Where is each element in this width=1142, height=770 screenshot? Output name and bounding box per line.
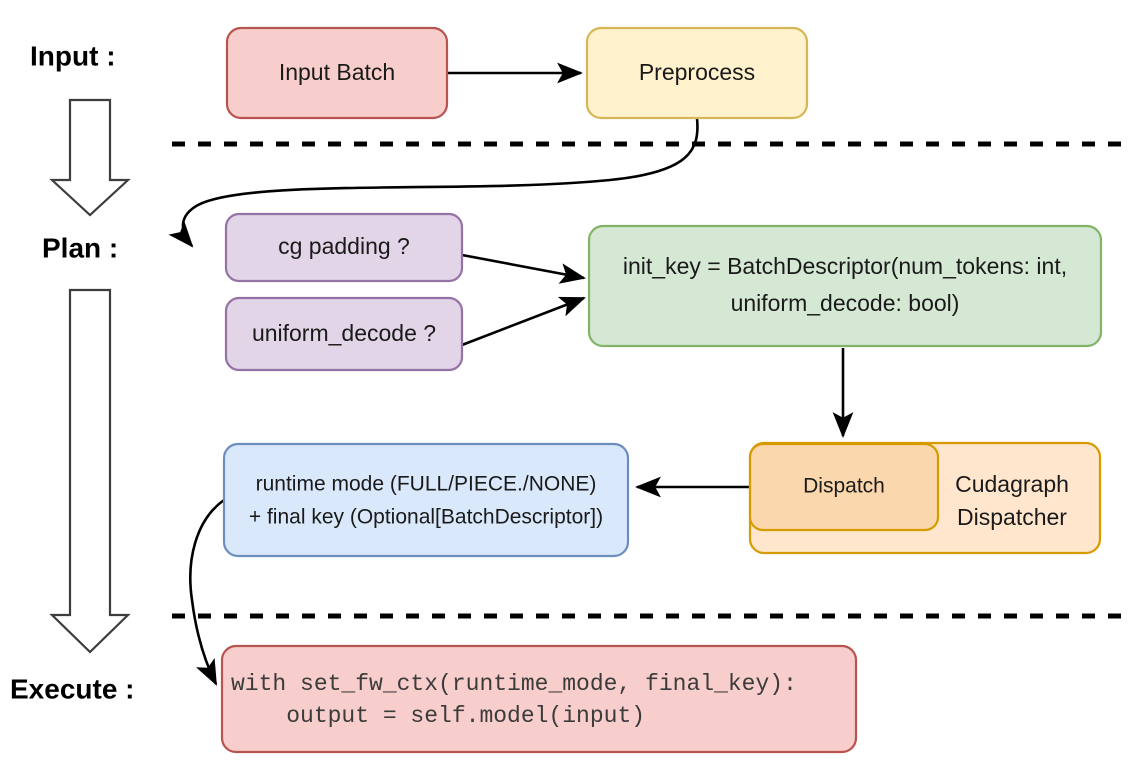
node-execute-code[interactable]: with set_fw_ctx(runtime_mode, final_key)…: [220, 644, 858, 754]
node-uniform-decode-label: uniform_decode ?: [252, 320, 436, 346]
node-uniform-decode[interactable]: uniform_decode ?: [224, 296, 464, 372]
node-input-batch[interactable]: Input Batch: [225, 26, 449, 120]
node-init-key-shape: [587, 224, 1103, 348]
node-preprocess-label: Preprocess: [639, 59, 755, 85]
code-line-2: output = self.model(input): [231, 703, 645, 729]
node-cg-padding[interactable]: cg padding ?: [224, 212, 464, 283]
node-input-batch-label: Input Batch: [279, 59, 395, 85]
node-runtime-mode[interactable]: runtime mode (FULL/PIECE./NONE) + final …: [222, 442, 630, 558]
stage-label-input: Input :: [30, 40, 116, 71]
node-dispatch[interactable]: Dispatch: [748, 442, 940, 532]
edge-cg-padding-to-init-key: [461, 253, 587, 284]
node-preprocess-shape: [585, 26, 809, 120]
node-cg-padding-label: cg padding ?: [278, 233, 410, 259]
node-execute-code-shape: [220, 644, 858, 754]
edge-preprocess-to-cg-padding: [168, 117, 699, 248]
node-input-batch-shape: [225, 26, 449, 120]
node-cudagraph-dispatcher-label-line2: Dispatcher: [957, 504, 1067, 530]
node-dispatch-shape: [748, 442, 940, 532]
node-init-key-label-line2: uniform_decode: bool): [731, 290, 960, 316]
node-dispatch-label: Dispatch: [803, 475, 885, 498]
node-uniform-decode-shape: [224, 296, 464, 372]
edge-runtime-mode-to-execute-code: [189, 498, 225, 686]
node-preprocess[interactable]: Preprocess: [585, 26, 809, 120]
input-to-plan-block-arrow: [49, 98, 131, 217]
node-cg-padding-shape: [224, 212, 464, 283]
node-init-key[interactable]: init_key = BatchDescriptor(num_tokens: i…: [587, 224, 1103, 348]
node-runtime-mode-label-line1: runtime mode (FULL/PIECE./NONE): [256, 473, 597, 496]
node-init-key-label-line1: init_key = BatchDescriptor(num_tokens: i…: [623, 253, 1067, 279]
plan-to-execute-block-arrow: [49, 288, 131, 654]
stage-label-execute: Execute :: [10, 673, 135, 704]
node-runtime-mode-shape: [222, 442, 630, 558]
code-line-1: with set_fw_ctx(runtime_mode, final_key)…: [231, 671, 797, 697]
node-runtime-mode-label-line2: + final key (Optional[BatchDescriptor]): [249, 506, 603, 529]
node-cudagraph-dispatcher-label-line1: Cudagraph: [955, 471, 1069, 497]
edge-uniform-decode-to-init-key: [461, 296, 586, 347]
stage-label-plan: Plan :: [42, 232, 118, 263]
